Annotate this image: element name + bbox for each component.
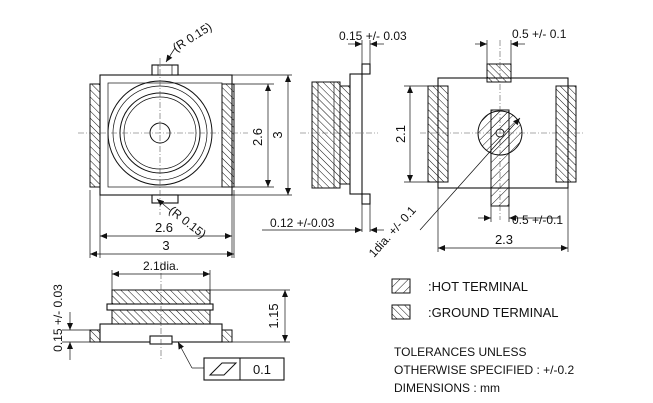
front-radius-top-label: (R 0.15) — [170, 20, 214, 55]
front-inner-height-label: 2.6 — [250, 128, 265, 146]
side-top-lead — [362, 64, 370, 74]
side-ground-body — [312, 82, 340, 188]
rear-top-dim-label: 0.5 +/- 0.1 — [512, 27, 567, 41]
rear-slot-dim-label: 0.5 +/-0.1 — [512, 213, 563, 227]
profile-height-label: 1.15 — [266, 303, 281, 328]
front-view: (R 0.15) (R 0.15) 2.6 3 2.6 3 — [78, 20, 292, 258]
note-line-3: DIMENSIONS : mm — [394, 381, 500, 395]
side-view: 0.15 +/- 0.03 0.12 +/-0.03 — [262, 29, 407, 232]
front-top-tab — [152, 65, 178, 75]
rear-width-label: 2.3 — [495, 232, 513, 247]
note-line-2: OTHERWISE SPECIFIED : +/-0.2 — [394, 363, 574, 377]
front-outer-height-label: 3 — [270, 131, 285, 138]
ground-terminal-label: :GROUND TERMINAL — [428, 305, 559, 320]
front-inner-width-label: 2.6 — [155, 220, 173, 235]
front-left-ground-terminal — [90, 84, 100, 187]
side-flange — [340, 86, 350, 184]
side-top-dim-label: 0.15 +/- 0.03 — [339, 29, 407, 43]
side-bottom-lead — [362, 194, 370, 204]
hot-terminal-label: :HOT TERMINAL — [428, 279, 528, 294]
side-base-plate — [350, 74, 362, 194]
note-line-1: TOLERANCES UNLESS — [394, 345, 527, 359]
profile-dia-label: 2.1dia. — [143, 259, 179, 273]
rear-dia-label: 1dia. +/- 0.1 — [366, 203, 419, 260]
hot-terminal-swatch — [392, 279, 410, 293]
rear-top-terminal — [487, 64, 511, 82]
rear-right-ground-terminal — [556, 86, 576, 182]
rear-view: 0.5 +/- 0.1 2.1 1dia. +/- 0.1 0.5 +/-0.1… — [366, 27, 585, 260]
legend: :HOT TERMINAL :GROUND TERMINAL — [392, 279, 559, 320]
rear-height-label: 2.1 — [393, 125, 408, 143]
front-right-ground-terminal — [222, 84, 234, 187]
front-bottom-tab — [152, 195, 178, 203]
profile-base-label: 0.15 +/- 0.03 — [51, 284, 65, 352]
front-outer-width-label: 3 — [162, 238, 169, 253]
ground-terminal-swatch — [392, 305, 410, 319]
rear-left-ground-terminal — [428, 86, 448, 182]
side-bottom-dim-label: 0.12 +/-0.03 — [270, 216, 335, 230]
profile-view: 2.1dia. 1.15 0.15 +/- 0.03 0.1 — [51, 259, 290, 380]
notes: TOLERANCES UNLESS OTHERWISE SPECIFIED : … — [394, 345, 574, 395]
flatness-value: 0.1 — [253, 362, 271, 377]
